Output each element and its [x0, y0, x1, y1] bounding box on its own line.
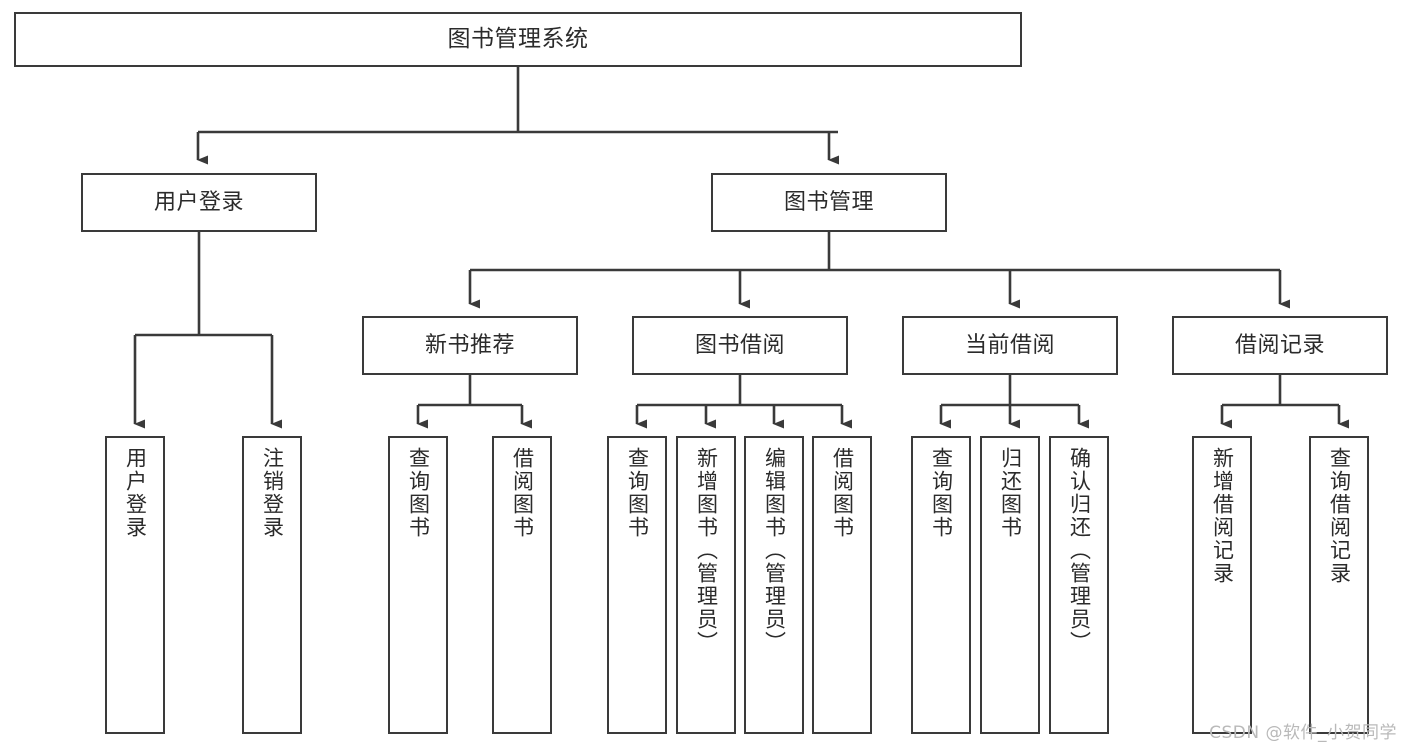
node-label: 查询图书: [625, 447, 650, 539]
node-label: 借阅图书: [510, 447, 535, 539]
node-label: 新增图书（管理员）: [694, 447, 719, 654]
node-label: 查询借阅记录: [1327, 447, 1352, 585]
node-label: 查询图书: [929, 447, 954, 539]
node-label: 当前借阅: [964, 332, 1055, 358]
node-book-manage[interactable]: 图书管理: [711, 173, 947, 232]
node-label: 图书借阅: [694, 332, 785, 358]
node-label: 编辑图书（管理员）: [762, 447, 787, 654]
node-user-login[interactable]: 用户登录: [81, 173, 317, 232]
node-leaf-add-book[interactable]: 新增图书（管理员）: [676, 436, 736, 734]
node-leaf-add-record[interactable]: 新增借阅记录: [1192, 436, 1252, 734]
node-book-borrow[interactable]: 图书借阅: [632, 316, 848, 375]
node-label: 查询图书: [406, 447, 431, 539]
node-leaf-return-book[interactable]: 归还图书: [980, 436, 1040, 734]
node-label: 图书管理: [783, 189, 874, 215]
node-leaf-query-book-3[interactable]: 查询图书: [911, 436, 971, 734]
node-label: 新书推荐: [424, 332, 515, 358]
node-book-management-system[interactable]: 图书管理系统: [14, 12, 1022, 67]
node-new-book-recommend[interactable]: 新书推荐: [362, 316, 578, 375]
node-leaf-borrow-book-2[interactable]: 借阅图书: [812, 436, 872, 734]
node-borrow-record[interactable]: 借阅记录: [1172, 316, 1388, 375]
node-label: 用户登录: [123, 447, 148, 539]
node-label: 确认归还（管理员）: [1067, 447, 1092, 654]
node-label: 图书管理系统: [447, 25, 589, 52]
node-label: 借阅记录: [1234, 332, 1325, 358]
csdn-watermark: CSDN @软件_小贺同学: [1209, 723, 1397, 743]
node-leaf-edit-book[interactable]: 编辑图书（管理员）: [744, 436, 804, 734]
node-label: 注销登录: [260, 447, 285, 539]
node-leaf-query-record[interactable]: 查询借阅记录: [1309, 436, 1369, 734]
node-leaf-user-login[interactable]: 用户登录: [105, 436, 165, 734]
node-label: 借阅图书: [830, 447, 855, 539]
node-leaf-query-book-2[interactable]: 查询图书: [607, 436, 667, 734]
node-label: 新增借阅记录: [1210, 447, 1235, 585]
node-leaf-confirm-return[interactable]: 确认归还（管理员）: [1049, 436, 1109, 734]
node-label: 归还图书: [998, 447, 1023, 539]
node-leaf-logout-login[interactable]: 注销登录: [242, 436, 302, 734]
node-leaf-borrow-book-1[interactable]: 借阅图书: [492, 436, 552, 734]
node-leaf-query-book-1[interactable]: 查询图书: [388, 436, 448, 734]
node-label: 用户登录: [153, 189, 244, 215]
node-current-borrow[interactable]: 当前借阅: [902, 316, 1118, 375]
